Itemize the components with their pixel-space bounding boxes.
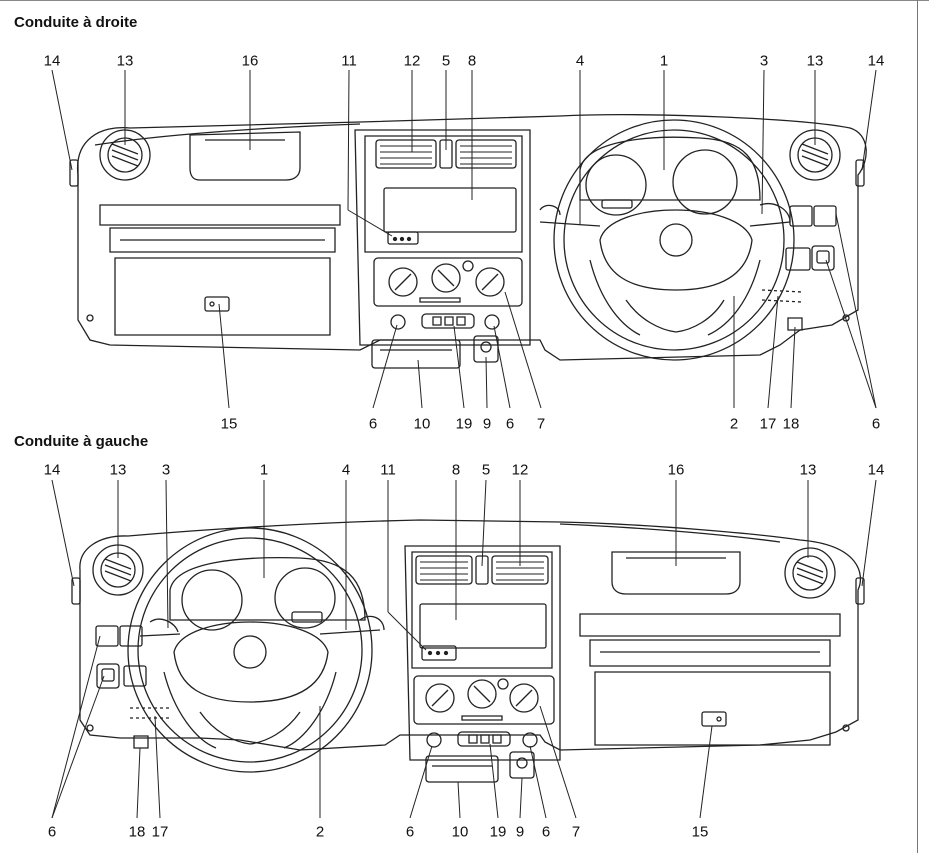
lhd-leader-lines (52, 480, 876, 818)
lhd-callout-14-right: 14 (867, 461, 885, 479)
lhd-callout-13-right: 13 (799, 461, 817, 479)
lhd-dashboard-body (72, 520, 864, 782)
lhd-callout-17: 17 (151, 823, 169, 841)
rhd-callout-6-a: 6 (368, 415, 378, 433)
lhd-callout-11: 11 (380, 461, 396, 479)
rhd-callout-12: 12 (403, 52, 421, 70)
lhd-callout-13-left: 13 (109, 461, 127, 479)
rhd-callout-19: 19 (455, 415, 473, 433)
rhd-callout-8: 8 (467, 52, 477, 70)
lhd-section-title: Conduite à gauche (14, 433, 149, 450)
lhd-callout-6-c: 6 (541, 823, 551, 841)
lhd-callout-3: 3 (161, 461, 171, 479)
page-frame-top (0, 0, 929, 5)
rhd-callout-18: 18 (782, 415, 800, 433)
rhd-callout-7: 7 (536, 415, 546, 433)
rhd-callout-10: 10 (413, 415, 431, 433)
lhd-callout-18: 18 (128, 823, 146, 841)
page-frame-right (917, 0, 918, 853)
rhd-callout-4: 4 (575, 52, 585, 70)
lhd-callout-9: 9 (515, 823, 525, 841)
rhd-callout-14-left: 14 (43, 52, 61, 70)
lhd-callout-15: 15 (691, 823, 709, 841)
lhd-callout-4: 4 (341, 461, 351, 479)
rhd-callout-11: 11 (341, 52, 357, 70)
lhd-callout-2: 2 (315, 823, 325, 841)
rhd-leader-lines (52, 70, 876, 408)
lhd-callout-1: 1 (259, 461, 269, 479)
rhd-callout-15: 15 (220, 415, 238, 433)
lhd-callout-10: 10 (451, 823, 469, 841)
rhd-callout-17: 17 (759, 415, 777, 433)
rhd-callout-9: 9 (482, 415, 492, 433)
rhd-callout-13-right: 13 (806, 52, 824, 70)
rhd-callout-5: 5 (441, 52, 451, 70)
lhd-callout-14-left: 14 (43, 461, 61, 479)
rhd-callout-16: 16 (241, 52, 259, 70)
lhd-callout-12: 12 (511, 461, 529, 479)
lhd-callout-19: 19 (489, 823, 507, 841)
rhd-callout-1: 1 (659, 52, 669, 70)
rhd-callout-6-c: 6 (871, 415, 881, 433)
rhd-callout-14-right: 14 (867, 52, 885, 70)
lhd-callout-5: 5 (481, 461, 491, 479)
lhd-callout-6-a: 6 (47, 823, 57, 841)
lhd-callout-8: 8 (451, 461, 461, 479)
rhd-callout-3: 3 (759, 52, 769, 70)
rhd-callout-2: 2 (729, 415, 739, 433)
lhd-callout-7: 7 (571, 823, 581, 841)
rhd-section-title: Conduite à droite (14, 14, 138, 31)
rhd-callout-13-left: 13 (116, 52, 134, 70)
rhd-callout-6-b: 6 (505, 415, 515, 433)
lhd-callout-6-b: 6 (405, 823, 415, 841)
lhd-callout-16: 16 (667, 461, 685, 479)
